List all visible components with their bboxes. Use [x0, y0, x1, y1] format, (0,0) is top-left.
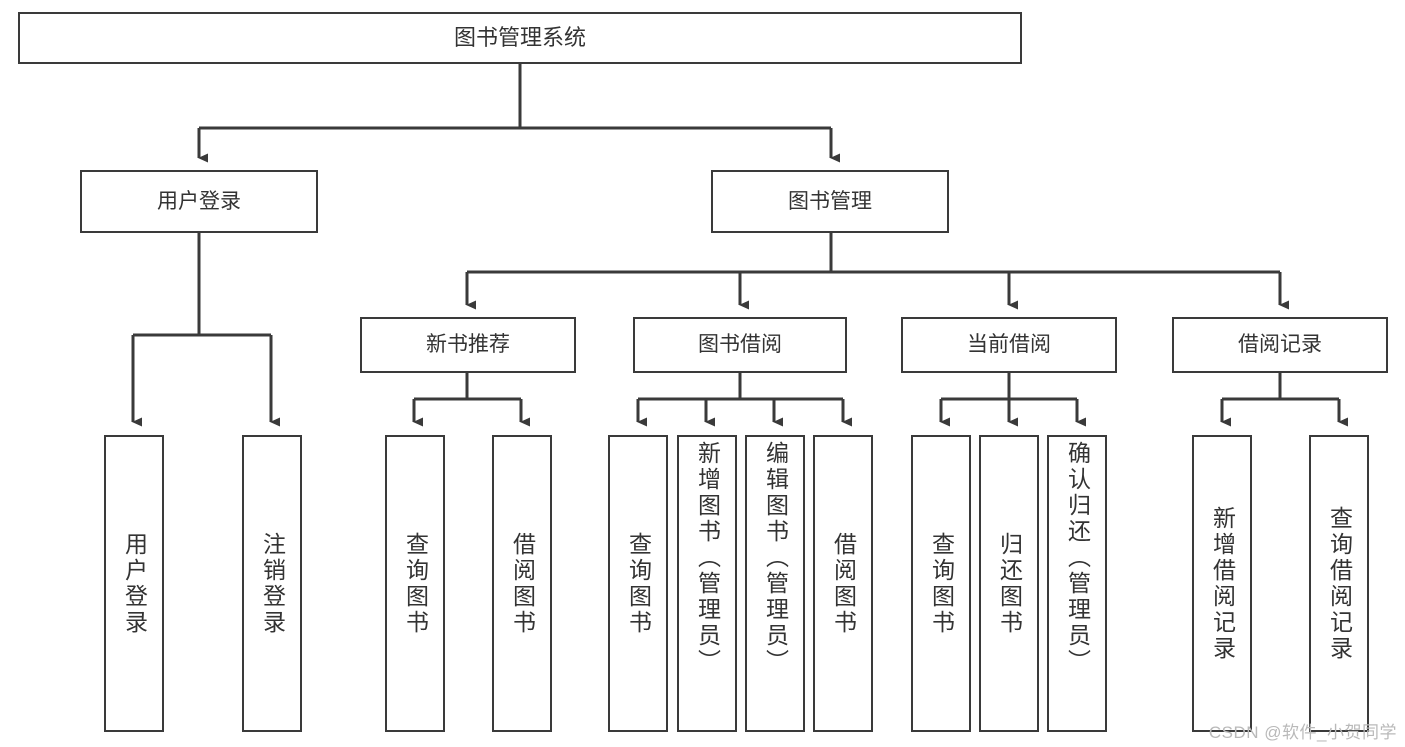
node-label: 新书推荐 [426, 333, 510, 357]
node-label: 归还图书 [996, 531, 1023, 636]
leaf-borrow-book-new[interactable]: 借阅图书 [492, 435, 552, 732]
node-label: 新增图书（管理员） [694, 441, 721, 675]
node-label: 编辑图书（管理员） [762, 441, 789, 675]
node-label: 当前借阅 [967, 333, 1051, 357]
leaf-query-book-current[interactable]: 查询图书 [911, 435, 971, 732]
leaf-logout-login[interactable]: 注销登录 [242, 435, 302, 732]
node-label: 借阅记录 [1238, 333, 1322, 357]
leaf-return-book[interactable]: 归还图书 [979, 435, 1039, 732]
leaf-add-borrow-record[interactable]: 新增借阅记录 [1192, 435, 1252, 732]
node-label: 用户登录 [121, 531, 148, 636]
node-label: 查询图书 [402, 531, 429, 636]
node-label: 借阅图书 [830, 531, 857, 636]
node-book-borrow[interactable]: 图书借阅 [633, 317, 847, 373]
node-label: 借阅图书 [509, 531, 536, 636]
leaf-confirm-return-admin[interactable]: 确认归还（管理员） [1047, 435, 1107, 732]
watermark-text: CSDN @软件_小贺同学 [1208, 723, 1397, 742]
leaf-borrow-book-borrow[interactable]: 借阅图书 [813, 435, 873, 732]
node-current-borrow[interactable]: 当前借阅 [901, 317, 1117, 373]
node-label: 新增借阅记录 [1209, 505, 1236, 662]
node-label: 图书借阅 [698, 333, 782, 357]
node-book-manage[interactable]: 图书管理 [711, 170, 949, 233]
leaf-query-borrow-record[interactable]: 查询借阅记录 [1309, 435, 1369, 732]
node-label: 注销登录 [259, 531, 286, 636]
node-label: 用户登录 [157, 189, 241, 213]
node-user-login[interactable]: 用户登录 [80, 170, 318, 233]
node-borrow-record[interactable]: 借阅记录 [1172, 317, 1388, 373]
leaf-user-login[interactable]: 用户登录 [104, 435, 164, 732]
leaf-query-book-borrow[interactable]: 查询图书 [608, 435, 668, 732]
node-label: 图书管理系统 [453, 24, 586, 50]
node-new-book-rec[interactable]: 新书推荐 [360, 317, 576, 373]
node-root-system[interactable]: 图书管理系统 [18, 12, 1022, 64]
leaf-query-book-new[interactable]: 查询图书 [385, 435, 445, 732]
leaf-edit-book-admin[interactable]: 编辑图书（管理员） [745, 435, 805, 732]
node-label: 查询图书 [928, 531, 955, 636]
leaf-add-book-admin[interactable]: 新增图书（管理员） [677, 435, 737, 732]
node-label: 查询借阅记录 [1326, 505, 1353, 662]
node-label: 图书管理 [788, 189, 872, 213]
node-label: 查询图书 [625, 531, 652, 636]
node-label: 确认归还（管理员） [1064, 441, 1091, 675]
